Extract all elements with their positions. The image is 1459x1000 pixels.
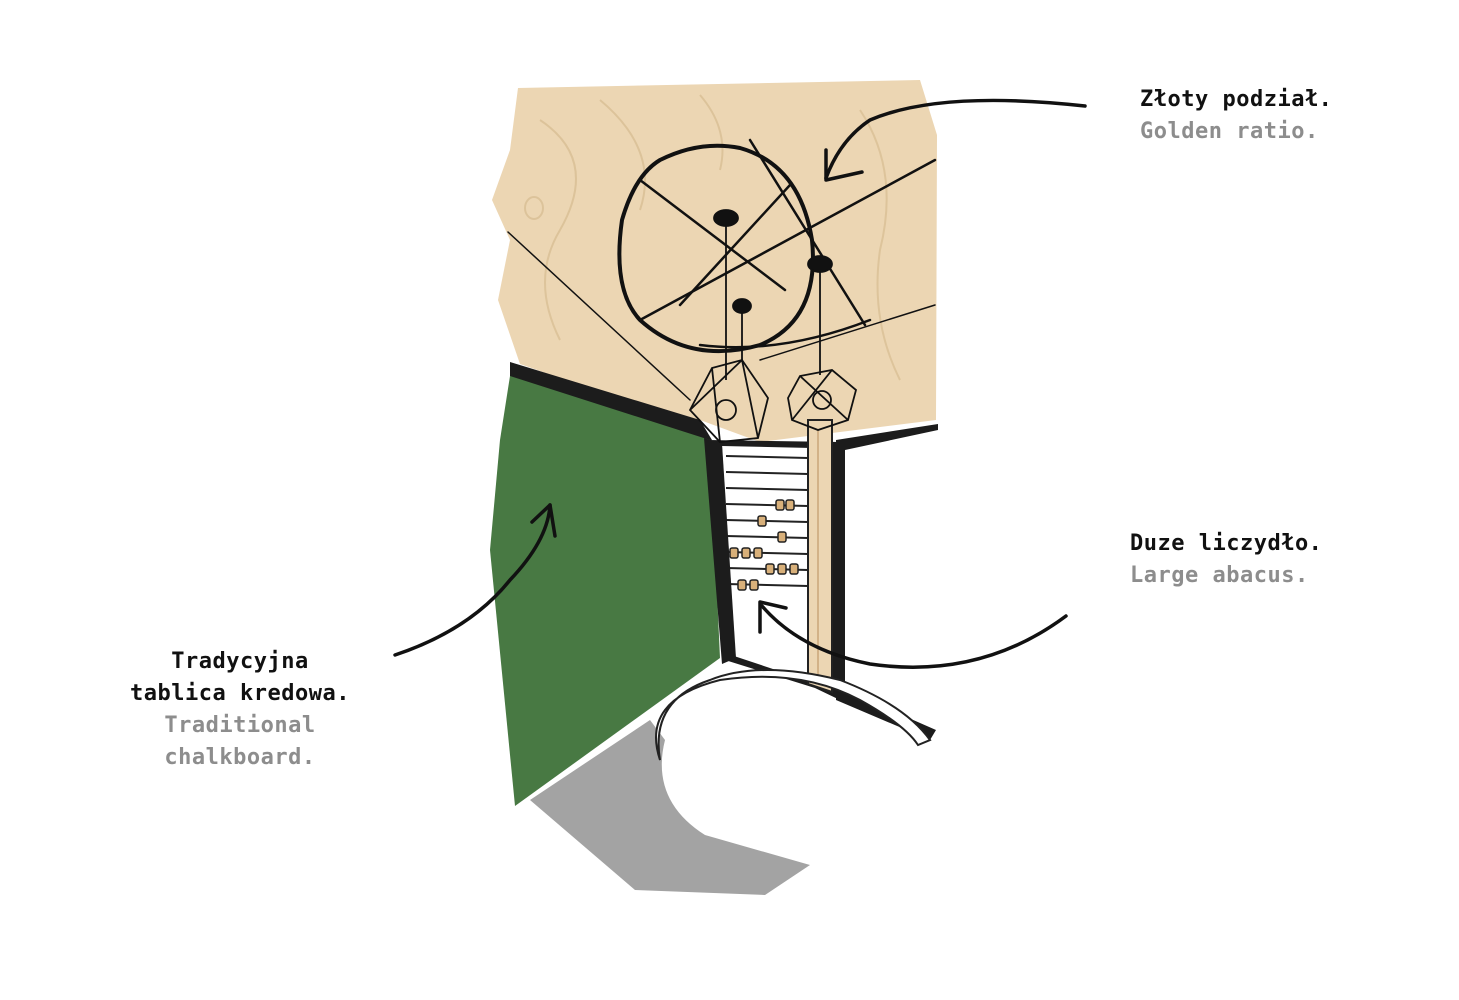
- chalkboard-polish: Tradycyjna tablica kredowa.: [130, 649, 350, 706]
- abacus-english: Large abacus.: [1130, 563, 1309, 588]
- arrow-golden-ratio: [824, 98, 1087, 182]
- wood-grain: [524, 94, 901, 381]
- chalkboard: [490, 376, 720, 806]
- label-chalkboard: Tradycyjna tablica kredowa. Traditional …: [110, 646, 370, 774]
- pendant-lamps: [688, 209, 858, 443]
- arrow-abacus: [758, 600, 1068, 669]
- chalkboard-english: Traditional chalkboard.: [164, 713, 316, 770]
- wooden-column: [807, 419, 833, 694]
- label-abacus: Duze liczydło. Large abacus.: [1130, 528, 1322, 592]
- left-wall-top-frame: [510, 362, 712, 445]
- abacus: [725, 455, 809, 591]
- abacus-polish: Duze liczydło.: [1130, 531, 1323, 556]
- golden-ratio-polish: Złoty podział.: [1140, 87, 1333, 112]
- floor-shadow: [530, 720, 810, 895]
- label-golden-ratio: Złoty podział. Golden ratio.: [1140, 84, 1332, 148]
- golden-ratio-sketch: [507, 138, 937, 401]
- foreground-seat: [655, 669, 932, 761]
- chalkboard-frame: [704, 438, 736, 664]
- golden-ratio-english: Golden ratio.: [1140, 119, 1319, 144]
- annotation-arrows: [393, 98, 1087, 669]
- arrow-chalkboard: [393, 503, 557, 657]
